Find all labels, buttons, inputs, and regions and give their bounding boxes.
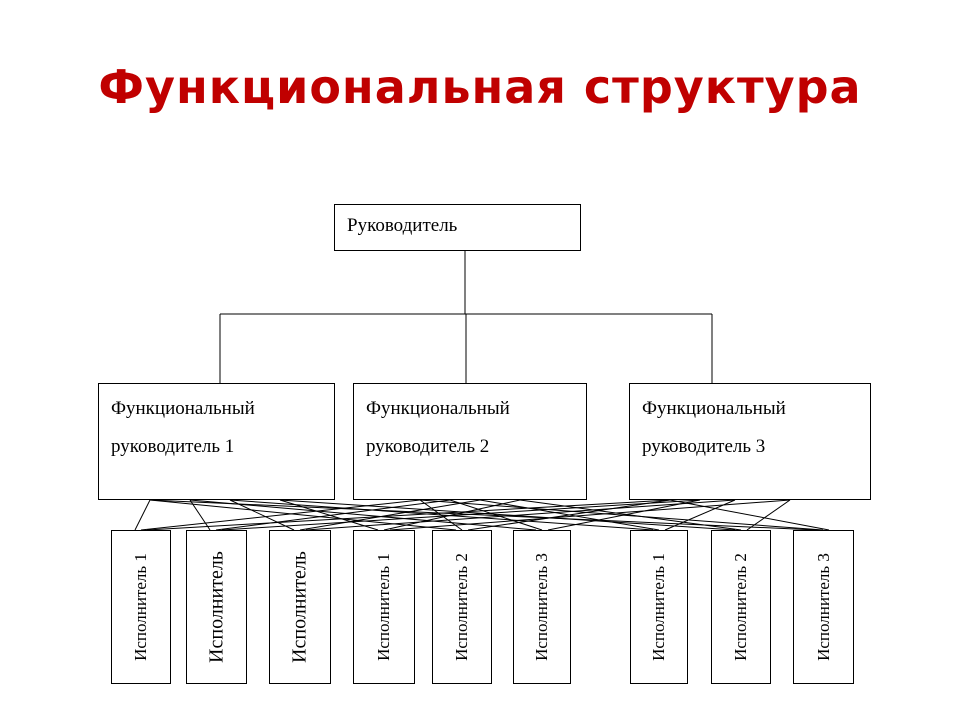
functional-manager-2-line1: Функциональный bbox=[366, 398, 510, 419]
performer-label-2: Исполнитель bbox=[205, 551, 227, 663]
cross-line-26 bbox=[746, 499, 791, 531]
functional-manager-2-box: Функциональный руководитель 2 bbox=[353, 383, 587, 500]
cross-line-12 bbox=[299, 499, 481, 531]
cross-line-17 bbox=[519, 499, 742, 531]
cross-line-13 bbox=[383, 499, 521, 531]
performer-label-6: Исполнитель 3 bbox=[532, 553, 551, 661]
functional-manager-3-line2: руководитель 3 bbox=[642, 436, 766, 457]
page-title: Функциональная структура bbox=[98, 60, 862, 114]
functional-manager-3-box: Функциональный руководитель 3 bbox=[629, 383, 871, 500]
cross-line-19 bbox=[146, 499, 671, 531]
performer-box-1: Исполнитель 1 bbox=[111, 530, 171, 684]
performer-box-9: Исполнитель 3 bbox=[793, 530, 854, 684]
cross-line-8 bbox=[279, 499, 736, 531]
performer-label-3: Исполнитель bbox=[288, 551, 311, 663]
cross-line-27 bbox=[669, 499, 830, 531]
performer-label-8: Исполнитель 2 bbox=[731, 553, 750, 661]
cross-line-10 bbox=[140, 499, 421, 531]
cross-line-24 bbox=[547, 499, 701, 531]
cross-line-2 bbox=[189, 499, 211, 531]
cross-line-11 bbox=[215, 499, 451, 531]
performer-box-6: Исполнитель 3 bbox=[513, 530, 571, 684]
cross-line-20 bbox=[221, 499, 701, 531]
cross-line-15 bbox=[449, 499, 543, 531]
performer-label-1: Исполнитель 1 bbox=[131, 553, 150, 661]
cross-connection-lines bbox=[134, 499, 830, 531]
performer-label-9: Исполнитель 3 bbox=[813, 553, 833, 661]
performer-box-8: Исполнитель 2 bbox=[711, 530, 771, 684]
performer-box-4: Исполнитель 1 bbox=[353, 530, 415, 684]
performer-label-7: Исполнитель 1 bbox=[649, 553, 668, 661]
functional-manager-2-line2: руководитель 2 bbox=[366, 436, 490, 457]
performer-box-3: Исполнитель bbox=[269, 530, 331, 684]
performer-box-2: Исполнитель bbox=[186, 530, 247, 684]
hierarchy-lines bbox=[219, 251, 713, 384]
functional-manager-3-line1: Функциональный bbox=[642, 398, 786, 419]
cross-line-6 bbox=[189, 499, 537, 531]
functional-manager-1-line1: Функциональный bbox=[111, 398, 255, 419]
functional-manager-1-box: Функциональный руководитель 1 bbox=[98, 383, 335, 500]
cross-line-3 bbox=[229, 499, 295, 531]
performer-label-5: Исполнитель 2 bbox=[452, 553, 471, 661]
cross-line-1 bbox=[134, 499, 151, 531]
head-manager-label: Руководитель bbox=[347, 215, 458, 236]
performer-box-7: Исполнитель 1 bbox=[630, 530, 688, 684]
performer-box-5: Исполнитель 2 bbox=[432, 530, 492, 684]
head-manager-box: Руководитель bbox=[334, 204, 581, 251]
cross-line-23 bbox=[467, 499, 671, 531]
functional-manager-1-line2: руководитель 1 bbox=[111, 436, 235, 457]
cross-line-25 bbox=[664, 499, 736, 531]
cross-line-21 bbox=[305, 499, 736, 531]
performer-label-4: Исполнитель 1 bbox=[374, 553, 393, 661]
